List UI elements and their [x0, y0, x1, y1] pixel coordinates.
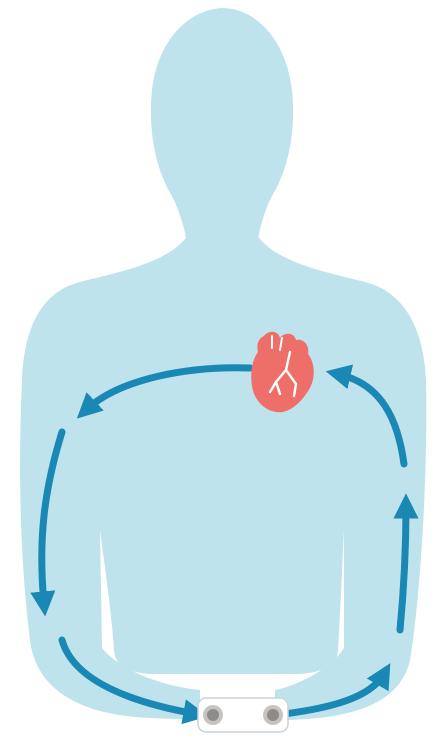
- sensor-electrode-right: [263, 705, 283, 725]
- head: [151, 8, 293, 250]
- sensor-device: [198, 698, 288, 732]
- torso-and-arms: [20, 235, 426, 720]
- sensor-electrode-left: [203, 705, 223, 725]
- body-silhouette: [20, 8, 426, 720]
